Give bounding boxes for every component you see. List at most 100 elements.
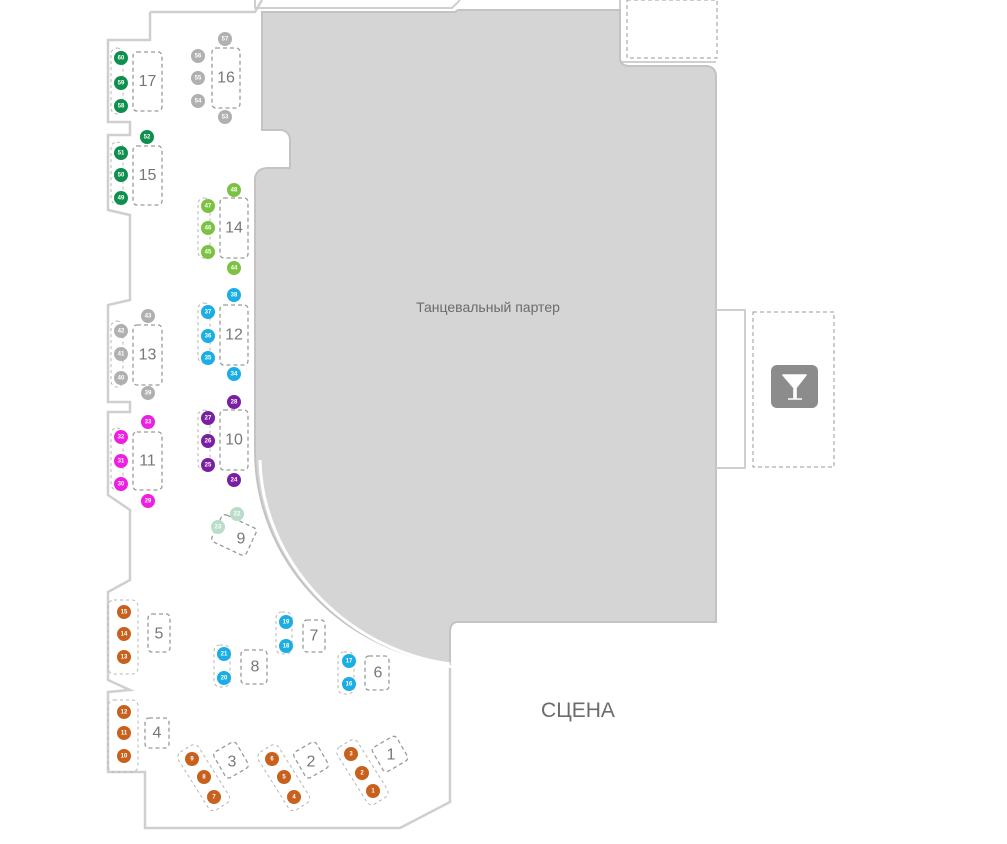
seat-41[interactable]: 41 [114, 347, 128, 361]
seat-dot[interactable] [342, 677, 356, 691]
table-box[interactable] [302, 619, 326, 653]
seat-dot[interactable] [217, 647, 231, 661]
table-box[interactable] [240, 649, 268, 685]
seat-33[interactable]: 33 [141, 415, 155, 429]
seat-50[interactable]: 50 [114, 168, 128, 182]
seat-dot[interactable] [114, 146, 128, 160]
table-box[interactable] [212, 741, 250, 780]
seat-dot[interactable] [117, 627, 131, 641]
seat-dot[interactable] [117, 605, 131, 619]
table-box[interactable] [132, 145, 163, 206]
seat-24[interactable]: 24 [227, 473, 241, 487]
seat-dot[interactable] [191, 94, 205, 108]
seat-2[interactable]: 2 [355, 766, 369, 780]
seat-dot[interactable] [201, 329, 215, 343]
seat-53[interactable]: 53 [218, 110, 232, 124]
table-box[interactable] [211, 47, 241, 109]
seat-dot[interactable] [355, 766, 369, 780]
seat-dot[interactable] [114, 51, 128, 65]
seat-7[interactable]: 7 [207, 790, 221, 804]
seat-54[interactable]: 54 [191, 94, 205, 108]
seat-3[interactable]: 3 [344, 747, 358, 761]
seat-51[interactable]: 51 [114, 146, 128, 160]
seat-dot[interactable] [197, 770, 211, 784]
seat-dot[interactable] [117, 726, 131, 740]
seat-19[interactable]: 19 [279, 615, 293, 629]
seat-dot[interactable] [218, 32, 232, 46]
seat-dot[interactable] [117, 705, 131, 719]
seat-dot[interactable] [279, 615, 293, 629]
seat-4[interactable]: 4 [287, 790, 301, 804]
seat-29[interactable]: 29 [141, 494, 155, 508]
seat-dot[interactable] [114, 324, 128, 338]
seat-32[interactable]: 32 [114, 430, 128, 444]
seat-dot[interactable] [342, 654, 356, 668]
seat-5[interactable]: 5 [277, 770, 291, 784]
seat-21[interactable]: 21 [217, 647, 231, 661]
seat-45[interactable]: 45 [201, 245, 215, 259]
seat-25[interactable]: 25 [201, 458, 215, 472]
seat-36[interactable]: 36 [201, 329, 215, 343]
seat-52[interactable]: 52 [140, 130, 154, 144]
seat-17[interactable]: 17 [342, 654, 356, 668]
seat-dot[interactable] [185, 752, 199, 766]
seat-dot[interactable] [114, 99, 128, 113]
seat-58[interactable]: 58 [114, 99, 128, 113]
seat-dot[interactable] [141, 386, 155, 400]
seat-dot[interactable] [265, 752, 279, 766]
seat-dot[interactable] [217, 671, 231, 685]
seat-dot[interactable] [141, 415, 155, 429]
seat-13[interactable]: 13 [117, 650, 131, 664]
seat-30[interactable]: 30 [114, 477, 128, 491]
seat-14[interactable]: 14 [117, 627, 131, 641]
seat-dot[interactable] [277, 770, 291, 784]
seat-35[interactable]: 35 [201, 351, 215, 365]
table-box[interactable] [292, 741, 330, 780]
seat-26[interactable]: 26 [201, 434, 215, 448]
seat-10[interactable]: 10 [117, 749, 131, 763]
seat-dot[interactable] [207, 790, 221, 804]
seat-dot[interactable] [201, 434, 215, 448]
table-box[interactable] [132, 431, 163, 491]
seat-dot[interactable] [227, 367, 241, 381]
seat-dot[interactable] [141, 309, 155, 323]
seat-dot[interactable] [344, 747, 358, 761]
seat-dot[interactable] [114, 168, 128, 182]
seat-dot[interactable] [117, 749, 131, 763]
table-box[interactable] [147, 613, 171, 653]
seat-34[interactable]: 34 [227, 367, 241, 381]
seat-56[interactable]: 56 [191, 49, 205, 63]
seat-15[interactable]: 15 [117, 605, 131, 619]
table-box[interactable] [371, 735, 409, 773]
seat-31[interactable]: 31 [114, 454, 128, 468]
seat-39[interactable]: 39 [141, 386, 155, 400]
table-box[interactable] [132, 324, 163, 386]
seat-dot[interactable] [227, 395, 241, 409]
seat-18[interactable]: 18 [279, 639, 293, 653]
seat-dot[interactable] [366, 784, 380, 798]
seat-dot[interactable] [218, 110, 232, 124]
seat-dot[interactable] [141, 494, 155, 508]
seat-16[interactable]: 16 [342, 677, 356, 691]
seat-11[interactable]: 11 [117, 726, 131, 740]
seat-8[interactable]: 8 [197, 770, 211, 784]
seat-57[interactable]: 57 [218, 32, 232, 46]
table-box[interactable] [144, 717, 170, 749]
seat-dot[interactable] [201, 351, 215, 365]
seat-49[interactable]: 49 [114, 191, 128, 205]
seat-dot[interactable] [114, 477, 128, 491]
seat-dot[interactable] [114, 191, 128, 205]
seat-60[interactable]: 60 [114, 51, 128, 65]
